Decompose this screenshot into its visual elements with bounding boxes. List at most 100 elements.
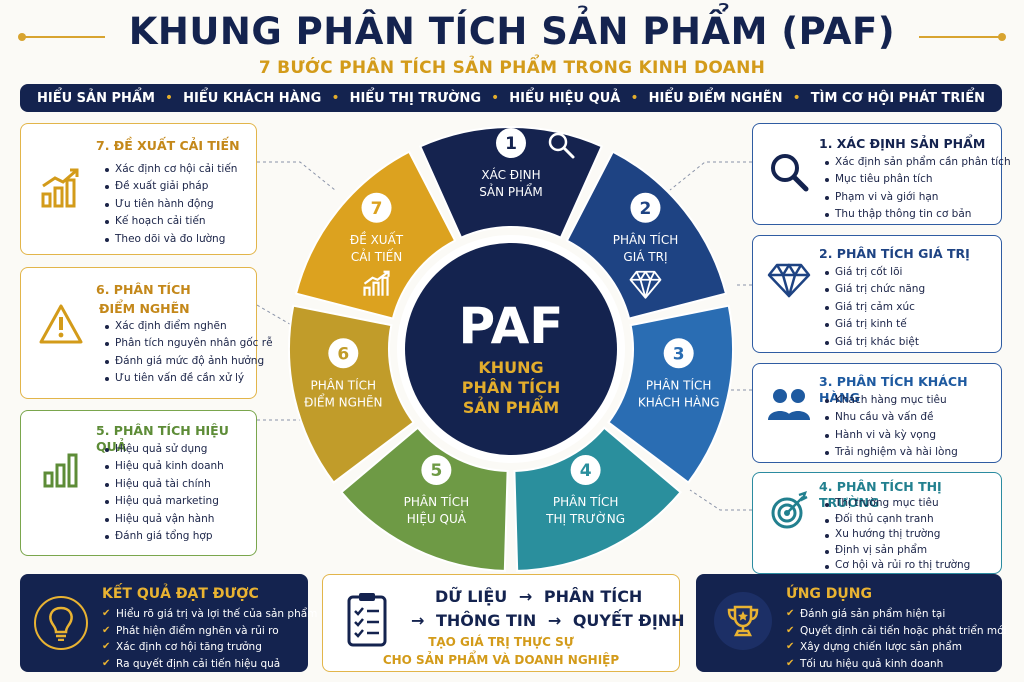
title-decoration-left xyxy=(18,33,105,41)
list-item: Nhu cầu và vấn đề xyxy=(825,409,958,426)
step-number-badge xyxy=(496,128,526,158)
card-step-5: 5. PHÂN TÍCH HIỆU QUẢ Hiệu quả sử dụng H… xyxy=(20,410,257,556)
focus-item: HIỂU THỊ TRƯỜNG xyxy=(349,90,482,106)
card-title-line: ĐIỂM NGHẼN xyxy=(99,301,190,316)
application-list: Đánh giá sản phẩm hiện tại Quyết định cả… xyxy=(786,606,1006,672)
list-item: Trải nghiệm và hài lòng xyxy=(825,444,958,461)
target-icon xyxy=(763,485,815,537)
separator-dot: • xyxy=(630,90,639,106)
card-title: 5. PHÂN TÍCH HIỆU QUẢ xyxy=(96,423,229,454)
magnifier-icon xyxy=(763,146,815,198)
list-item: Phân tích nguyên nhân gốc rễ xyxy=(105,335,273,352)
list-item: Phạm vi và giới hạn xyxy=(825,189,1011,206)
focus-bar: HIỂU SẢN PHẨM • HIỂU KHÁCH HÀNG • HIỂU THỊ… xyxy=(20,84,1002,112)
list-item: Xác định cơ hội tăng trưởng xyxy=(102,639,317,656)
list-item: Tối ưu hiệu quả kinh doanh xyxy=(786,656,1006,673)
value-flow-panel: DỮ LIỆU → PHÂN TÍCH → THÔNG TIN → QUYẾT … xyxy=(322,574,685,672)
diamond-icon xyxy=(629,270,662,299)
card-step-4: 4. PHÂN TÍCH THỊ TRƯỜNG Thị trường mục t… xyxy=(752,472,1002,574)
page-subtitle: 7 BƯỚC PHÂN TÍCH SẢN PHẨM TRONG KINH DOA… xyxy=(258,58,766,78)
segment-label: KHÁCH HÀNG xyxy=(638,394,720,409)
focus-item: HIỂU HIỆU QUẢ xyxy=(509,90,621,106)
growth-chart-icon xyxy=(35,162,87,214)
card-list: Giá trị cốt lõi Giá trị chức năng Giá tr… xyxy=(825,264,925,351)
card-title: 1. XÁC ĐỊNH SẢN PHẨM xyxy=(819,136,986,151)
list-item: Xác định điểm nghẽn xyxy=(105,318,273,335)
application-panel: ỨNG DỤNG Đánh giá sản phẩm hiện tại Quyế… xyxy=(696,574,1006,672)
flow-line-2: → THÔNG TIN → QUYẾT ĐỊNH xyxy=(411,611,685,630)
list-item: Xác định cơ hội cải tiến xyxy=(105,161,237,178)
results-list: Hiểu rõ giá trị và lợi thế của sản phẩm … xyxy=(102,606,317,672)
focus-item: HIỂU SẢN PHẨM xyxy=(36,90,155,106)
list-item: Thu thập thông tin cơ bản xyxy=(825,206,1011,223)
focus-item: HIỂU ĐIỂM NGHẼN xyxy=(648,90,783,106)
list-item: Hiệu quả kinh doanh xyxy=(105,458,224,475)
segment-label: PHÂN TÍCH xyxy=(613,232,679,247)
step-number: 3 xyxy=(673,344,685,364)
growth-chart-icon xyxy=(363,270,390,296)
center-subtitle: SẢN PHẨM xyxy=(463,395,559,417)
step-number: 4 xyxy=(580,461,592,481)
list-item: Hành vi và kỳ vọng xyxy=(825,427,958,444)
segment-label: PHÂN TÍCH xyxy=(646,377,712,392)
step-number-badge xyxy=(328,338,359,369)
list-item: Ưu tiên vấn đề cần xử lý xyxy=(105,370,273,387)
segment-label: GIÁ TRỊ xyxy=(623,249,667,264)
list-item: Giá trị chức năng xyxy=(825,281,925,298)
center-subtitle: PHÂN TÍCH xyxy=(462,378,560,397)
step-number-badge xyxy=(421,454,452,485)
list-item: Giá trị cốt lõi xyxy=(825,264,925,281)
warning-icon xyxy=(35,298,87,350)
segment-label: PHÂN TÍCH xyxy=(404,494,470,509)
diamond-icon xyxy=(763,254,815,306)
focus-item: HIỂU KHÁCH HÀNG xyxy=(183,90,322,106)
step-number: 5 xyxy=(430,461,442,481)
list-item: Theo dõi và đo lường xyxy=(105,231,237,248)
card-step-6: 6. PHÂN TÍCH ĐIỂM NGHẼN Xác định điểm ng… xyxy=(20,267,273,399)
segment-label: ĐỀ XUẤT xyxy=(350,231,404,247)
value-line-1: TẠO GIÁ TRỊ THỰC SỰ xyxy=(428,635,574,649)
users-icon xyxy=(763,378,815,430)
list-item: Đánh giá sản phẩm hiện tại xyxy=(786,606,1006,623)
flow-step-decision: QUYẾT ĐỊNH xyxy=(572,611,685,630)
step-number-badge xyxy=(361,192,392,223)
flow-step-analysis: PHÂN TÍCH xyxy=(543,587,643,606)
bar-chart-icon xyxy=(35,443,87,495)
card-step-1: 1. XÁC ĐỊNH SẢN PHẨM Xác định sản phẩm c… xyxy=(752,123,1011,225)
list-item: Xây dựng chiến lược sản phẩm xyxy=(786,639,1006,656)
flow-step-data: DỮ LIỆU xyxy=(435,587,508,606)
segment-label: ĐIỂM NGHẼN xyxy=(304,393,382,409)
list-item: Phát hiện điểm nghẽn và rủi ro xyxy=(102,623,317,640)
arrow-icon: → xyxy=(518,587,533,606)
card-list: Xác định cơ hội cải tiến Đề xuất giải ph… xyxy=(105,161,237,248)
list-item: Giá trị khác biệt xyxy=(825,334,925,351)
card-list: Hiệu quả sử dụng Hiệu quả kinh doanh Hiệ… xyxy=(105,441,224,545)
step-number: 7 xyxy=(371,199,383,219)
segment-label: XÁC ĐỊNH xyxy=(481,167,540,182)
separator-dot: • xyxy=(331,90,340,106)
card-step-2: 2. PHÂN TÍCH GIÁ TRỊ Giá trị cốt lõi Giá… xyxy=(752,235,1002,353)
card-list: Xác định sản phẩm cần phân tích Mục tiêu… xyxy=(825,154,1011,224)
list-item: Quyết định cải tiến hoặc phát triển mới xyxy=(786,623,1006,640)
flow-step-info: THÔNG TIN xyxy=(435,611,537,630)
separator-dot: • xyxy=(792,90,801,106)
card-title-line: 6. PHÂN TÍCH xyxy=(96,282,191,297)
list-item: Định vị sản phẩm xyxy=(825,543,970,559)
list-item: Hiệu quả vận hành xyxy=(105,511,224,528)
list-item: Hiệu quả tài chính xyxy=(105,476,224,493)
card-step-7: 7. ĐỀ XUẤT CẢI TIẾN Xác định cơ hội cải … xyxy=(20,123,257,255)
lightbulb-icon xyxy=(34,596,88,650)
step-number-badge xyxy=(663,338,694,369)
list-item: Ưu tiên hành động xyxy=(105,196,237,213)
arrow-icon: → xyxy=(547,611,562,630)
application-title: ỨNG DỤNG xyxy=(786,586,872,602)
list-item: Hiệu quả sử dụng xyxy=(105,441,224,458)
flow-line-1: DỮ LIỆU → PHÂN TÍCH xyxy=(435,587,642,606)
segment-label: CẢI TIẾN xyxy=(351,248,402,264)
card-title: 4. PHÂN TÍCH THỊ TRƯỜNG xyxy=(819,479,942,510)
results-panel: KẾT QUẢ ĐẠT ĐƯỢC Hiểu rõ giá trị và lợi … xyxy=(20,574,317,672)
